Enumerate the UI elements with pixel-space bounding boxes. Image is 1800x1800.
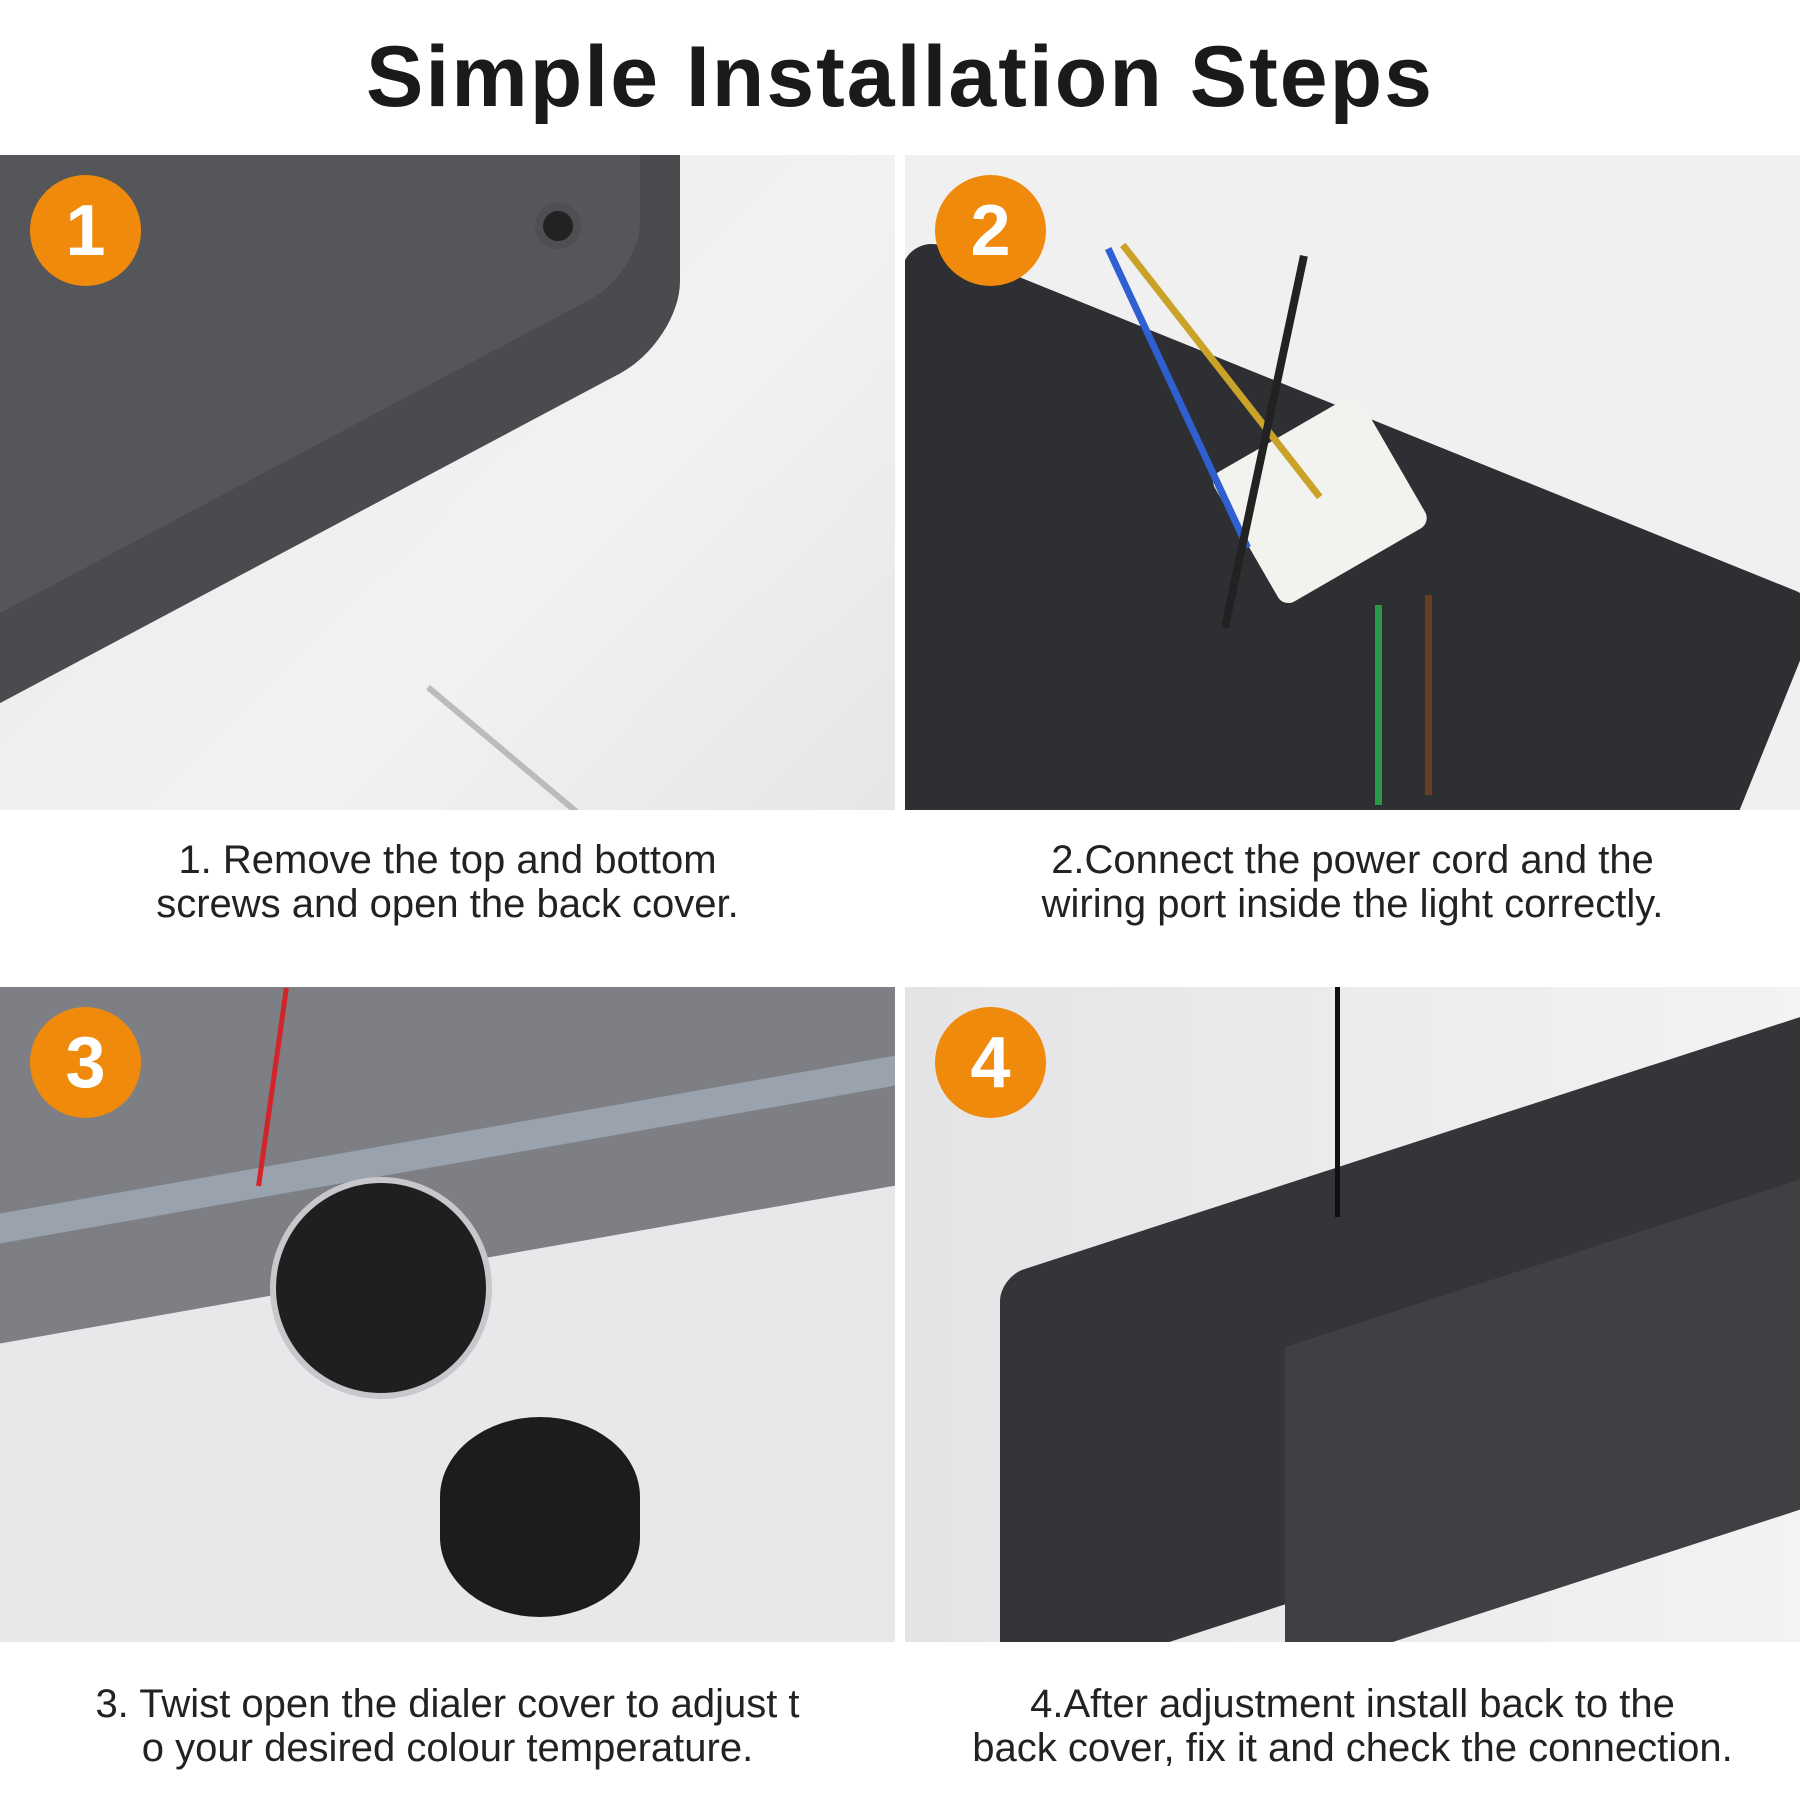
wire-green bbox=[1375, 605, 1382, 805]
dial-cover-cap bbox=[440, 1417, 640, 1617]
step-badge-1: 1 bbox=[30, 175, 141, 286]
hex-key bbox=[1335, 987, 1340, 1217]
step-2-photo: 2 bbox=[905, 155, 1800, 810]
step-4-photo: 4 bbox=[905, 987, 1800, 1642]
caption-line: 4.After adjustment install back to the bbox=[1030, 1682, 1675, 1726]
step-3-caption: 3. Twist open the dialer cover to adjust… bbox=[0, 1682, 895, 1770]
step-3-photo: 3 bbox=[0, 987, 895, 1642]
step-2-caption: 2.Connect the power cord and the wiring … bbox=[905, 838, 1800, 926]
screw-hole bbox=[535, 203, 581, 249]
dial-switch bbox=[270, 1177, 492, 1399]
hex-key bbox=[426, 685, 683, 810]
caption-line: o your desired colour temperature. bbox=[141, 1726, 754, 1770]
step-badge-4: 4 bbox=[935, 1007, 1046, 1118]
step-1-caption: 1. Remove the top and bottom screws and … bbox=[0, 838, 895, 926]
page-title: Simple Installation Steps bbox=[366, 29, 1434, 125]
caption-line: 1. Remove the top and bottom bbox=[178, 838, 717, 882]
step-badge-2: 2 bbox=[935, 175, 1046, 286]
step-1-photo: 1 bbox=[0, 155, 895, 810]
caption-line: back cover, fix it and check the connect… bbox=[972, 1726, 1733, 1770]
wire-brown bbox=[1425, 595, 1432, 795]
step-badge-3: 3 bbox=[30, 1007, 141, 1118]
caption-line: screws and open the back cover. bbox=[156, 882, 739, 926]
step-4-caption: 4.After adjustment install back to the b… bbox=[905, 1682, 1800, 1770]
caption-line: wiring port inside the light correctly. bbox=[1041, 882, 1664, 926]
caption-line: 3. Twist open the dialer cover to adjust… bbox=[95, 1682, 800, 1726]
caption-line: 2.Connect the power cord and the bbox=[1051, 838, 1654, 882]
